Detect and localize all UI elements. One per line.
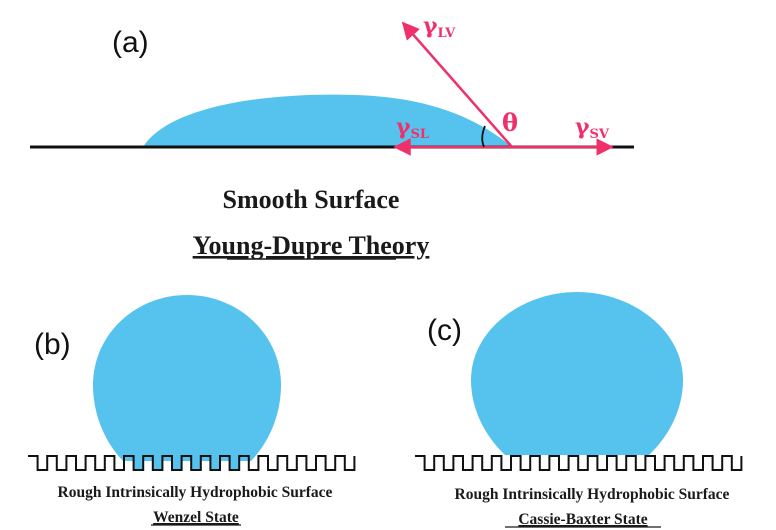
sessile-droplet xyxy=(143,94,512,147)
wenzel-rough-surface xyxy=(28,455,356,471)
wenzel-state-label: Wenzel State xyxy=(153,509,239,526)
groove-water xyxy=(210,455,220,470)
groove-water xyxy=(191,455,201,470)
smooth-surface-title: Smooth Surface xyxy=(223,185,400,214)
panel-a-label: (a) xyxy=(112,26,149,59)
groove-water xyxy=(229,455,240,470)
wenzel-caption: Rough Intrinsically Hydrophobic Surface xyxy=(58,484,333,501)
theta-label: θ xyxy=(502,108,518,137)
panel-b: (b) Rough Intrinsically Hydrophobic Surf… xyxy=(28,295,356,526)
cassie-rough-surface xyxy=(415,455,743,471)
gamma-sv-label: γSV xyxy=(575,114,610,142)
wenzel-groove-fill xyxy=(133,455,240,470)
young-dupre-title: Young-Dupre Theory xyxy=(193,231,430,260)
groove-water xyxy=(172,455,182,470)
cassie-state-label: Cassie-Baxter State xyxy=(518,511,647,528)
gamma-sl-label: γSL xyxy=(396,114,429,142)
gamma-lv-label: γLV xyxy=(423,13,456,41)
cassie-caption: Rough Intrinsically Hydrophobic Surface xyxy=(455,486,730,503)
groove-water xyxy=(152,455,163,470)
vector-lv-arrow xyxy=(401,21,513,148)
groove-water xyxy=(133,455,144,470)
cassie-droplet xyxy=(471,292,683,455)
panel-b-label: (b) xyxy=(34,328,71,361)
panel-c-label: (c) xyxy=(427,314,462,347)
wenzel-droplet xyxy=(93,295,281,461)
panel-a: (a) γLV γSL γSV θ Smooth Surface Young-D… xyxy=(30,13,634,260)
panel-c: (c) Rough Intrinsically Hydrophobic Surf… xyxy=(415,292,743,528)
contact-angle-arc xyxy=(481,125,486,148)
